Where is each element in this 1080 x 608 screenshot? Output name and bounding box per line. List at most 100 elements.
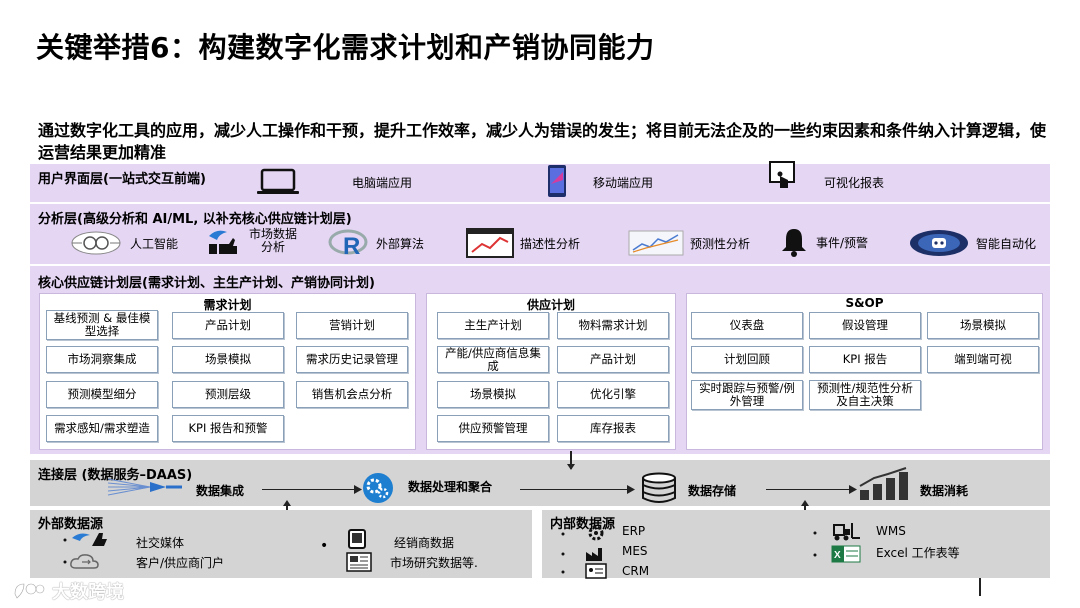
internal-item-erp: ERP xyxy=(622,524,646,538)
connect-step-storage: 数据存储 xyxy=(688,484,737,498)
ui-item-report-label: 可视化报表 xyxy=(824,176,885,190)
robot-icon xyxy=(908,228,970,258)
line-chart-icon xyxy=(466,228,514,258)
demand-box: KPI 报告和预警 xyxy=(172,415,284,442)
external-sources-label: 外部数据源 xyxy=(38,517,104,532)
sop-box: KPI 报告 xyxy=(809,346,921,373)
database-icon xyxy=(640,472,678,504)
demand-box: 产品计划 xyxy=(172,312,284,339)
analysis-market: 市场数据分析 xyxy=(205,226,299,256)
arrow-head-icon xyxy=(627,485,635,494)
ui-item-desktop-label: 电脑端应用 xyxy=(352,176,413,190)
demand-box: 预测模型细分 xyxy=(46,381,158,408)
sop-box: 计划回顾 xyxy=(691,346,803,373)
analysis-external-algo: R 外部算法 xyxy=(328,228,424,258)
social-media-icon xyxy=(62,530,110,548)
factory-icon xyxy=(560,544,610,562)
supply-box: 优化引擎 xyxy=(557,381,669,408)
divider-line xyxy=(979,578,981,596)
demand-box: 营销计划 xyxy=(296,312,408,339)
svg-text:R: R xyxy=(343,233,360,258)
demand-box: 预测层级 xyxy=(172,381,284,408)
internal-item-wms: WMS xyxy=(876,524,906,538)
data-integration-icon xyxy=(106,476,184,498)
arrow-head-icon xyxy=(849,485,857,494)
analysis-predictive: 预测性分析 xyxy=(628,230,750,256)
sop-box: 预测性/规范性分析及自主决策 xyxy=(809,380,921,410)
cloud-sync-icon xyxy=(62,552,110,572)
supply-box: 物料需求计划 xyxy=(557,312,669,339)
internal-item-excel: Excel 工作表等 xyxy=(876,546,960,560)
page-title: 关键举措6：构建数字化需求计划和产销协同能力 xyxy=(36,31,655,64)
ui-item-mobile xyxy=(546,164,574,198)
analysis-external-algo-label: 外部算法 xyxy=(376,236,425,251)
external-item-social: 社交媒体 xyxy=(136,536,185,550)
supply-box: 产能/供应商信息集成 xyxy=(437,346,549,373)
sop-box: 端到端可视 xyxy=(927,346,1039,373)
internal-sources: 内部数据源 ERP MES CRM WMS X Excel 工作表等 xyxy=(542,510,1050,579)
smartphone-icon xyxy=(546,164,568,198)
analysis-automation-label: 智能自动化 xyxy=(976,236,1037,251)
core-layer-label: 核心供应链计划层(需求计划、主生产计划、产销协同计划) xyxy=(38,276,375,291)
gears-icon xyxy=(360,472,396,504)
supply-panel-title: 供应计划 xyxy=(526,298,575,312)
analysis-layer-label: 分析层(高级分析和 AI/ML, 以补充核心供应链计划层) xyxy=(38,212,352,227)
gears-small-icon xyxy=(560,524,610,542)
excel-icon: X xyxy=(812,544,868,564)
sop-panel-title: S&OP xyxy=(845,296,884,310)
double-arrow-icon xyxy=(567,451,575,470)
svg-text:X: X xyxy=(834,550,841,561)
watermark-text: 大数跨境 xyxy=(52,582,124,603)
intro-text: 通过数字化工具的应用，减少人工操作和干预，提升工作效率，减少人为错误的发生；将目… xyxy=(38,121,1047,162)
watermark-logo-icon xyxy=(12,580,46,602)
sop-box: 仪表盘 xyxy=(691,312,803,339)
analysis-market-label: 市场数据分析 xyxy=(248,227,297,254)
id-card-icon xyxy=(560,563,610,579)
analysis-layer: 分析层(高级分析和 AI/ML, 以补充核心供应链计划层) 人工智能 市场数据分… xyxy=(30,204,1050,264)
tablet-icon xyxy=(346,528,368,550)
touchscreen-icon xyxy=(768,160,798,196)
watermark: 大数跨境 xyxy=(12,578,124,604)
supply-box: 库存报表 xyxy=(557,415,669,442)
demand-box: 市场洞察集成 xyxy=(46,346,158,373)
demand-box: 销售机会点分析 xyxy=(296,381,408,408)
external-sources: 外部数据源 社交媒体 客户/供应商门户 • 经销商数据 市场研究数据等. xyxy=(30,510,532,578)
connect-step-processing: 数据处理和聚合 xyxy=(408,480,493,494)
sop-panel: S&OP 仪表盘 假设管理 场景模拟 计划回顾 KPI 报告 端到端可视 实时跟… xyxy=(686,293,1043,450)
analysis-alert: 事件/预警 xyxy=(778,226,868,258)
connect-step-integration: 数据集成 xyxy=(196,484,245,498)
newspaper-icon xyxy=(346,552,372,572)
supply-box: 供应预警管理 xyxy=(437,415,549,442)
sop-box: 实时跟踪与预警/例外管理 xyxy=(691,380,803,410)
flow-arrow xyxy=(766,489,852,490)
ai-brain-icon xyxy=(68,230,124,256)
demand-panel: 需求计划 基线预测 & 最佳模型选择 产品计划 营销计划 市场洞察集成 场景模拟… xyxy=(39,293,416,450)
forklift-icon xyxy=(812,522,868,542)
sop-box: 假设管理 xyxy=(809,312,921,339)
bullet-icon: • xyxy=(320,538,329,554)
bar-growth-icon xyxy=(856,466,912,502)
core-layer: 核心供应链计划层(需求计划、主生产计划、产销协同计划) 需求计划 基线预测 & … xyxy=(30,266,1050,454)
forecast-chart-icon xyxy=(628,230,684,256)
supply-box: 产品计划 xyxy=(557,346,669,373)
demand-panel-title: 需求计划 xyxy=(203,298,252,312)
ui-item-desktop xyxy=(255,167,307,197)
analysis-ai: 人工智能 xyxy=(68,230,178,256)
internal-item-mes: MES xyxy=(622,544,648,558)
connect-step-consumption: 数据消耗 xyxy=(920,484,969,498)
internal-item-crm: CRM xyxy=(622,564,650,578)
arrow-head-icon xyxy=(354,485,362,494)
analysis-automation: 智能自动化 xyxy=(908,228,1036,258)
bell-icon xyxy=(778,226,810,258)
supply-box: 场景模拟 xyxy=(437,381,549,408)
analysis-alert-label: 事件/预警 xyxy=(816,235,869,250)
sop-box: 场景模拟 xyxy=(927,312,1039,339)
analysis-descriptive: 描述性分析 xyxy=(466,228,580,258)
thumbs-bird-icon xyxy=(205,226,241,256)
ui-layer: 用户界面层(一站式交互前端) 电脑端应用 移动端应用 可视化报表 xyxy=(30,161,1050,202)
demand-box: 场景模拟 xyxy=(172,346,284,373)
external-item-dealer: 经销商数据 xyxy=(394,536,455,550)
ui-item-mobile-label: 移动端应用 xyxy=(593,176,654,190)
r-logo-icon: R xyxy=(328,228,370,258)
flow-arrow xyxy=(520,489,630,490)
